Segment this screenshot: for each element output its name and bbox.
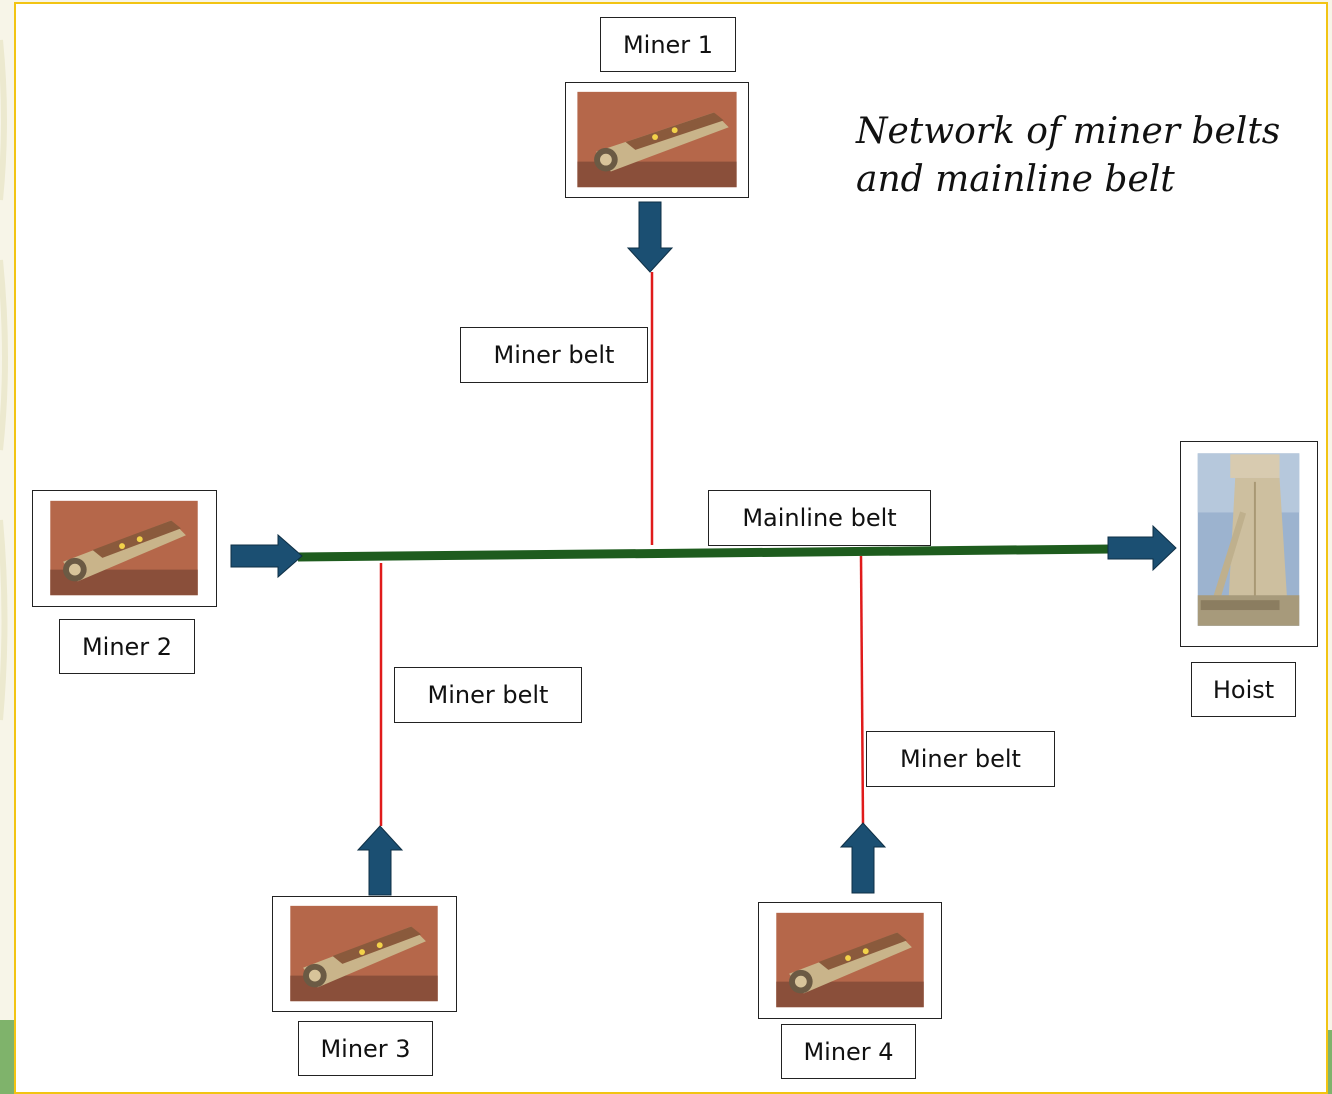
mainline-belt-label: Mainline belt (708, 490, 931, 546)
miner-2-image (32, 490, 217, 607)
miner-3-image (272, 896, 457, 1012)
continuous-miner-icon (776, 912, 924, 1008)
miner-1-label: Miner 1 (600, 17, 736, 72)
miner-4-label: Miner 4 (781, 1024, 916, 1079)
hoist-label: Hoist (1191, 662, 1296, 717)
continuous-miner-icon (50, 500, 198, 596)
miner-belt-4-label: Miner belt (866, 731, 1055, 787)
arrow-right-icon (230, 533, 303, 579)
continuous-miner-icon (290, 905, 438, 1002)
miner-1-image (565, 82, 749, 198)
diagram-title: Network of miner belts and mainline belt (856, 111, 1281, 200)
miner-2-label: Miner 2 (59, 619, 195, 674)
hoist-image (1180, 441, 1318, 647)
miner-3-label: Miner 3 (298, 1021, 433, 1076)
miner-belt-1-label: Miner belt (460, 327, 648, 383)
arrow-right-icon (1107, 524, 1177, 572)
arrow-down-icon (626, 201, 674, 273)
mainline-belt-line (297, 544, 1113, 562)
continuous-miner-icon (577, 91, 737, 188)
miner-belt-3-label: Miner belt (394, 667, 582, 723)
arrow-up-icon (839, 822, 887, 894)
mine-hoist-headframe-icon (1197, 453, 1300, 626)
miner-4-image (758, 902, 942, 1019)
miner-belt-4-line (859, 555, 865, 825)
arrow-up-icon (356, 825, 404, 896)
